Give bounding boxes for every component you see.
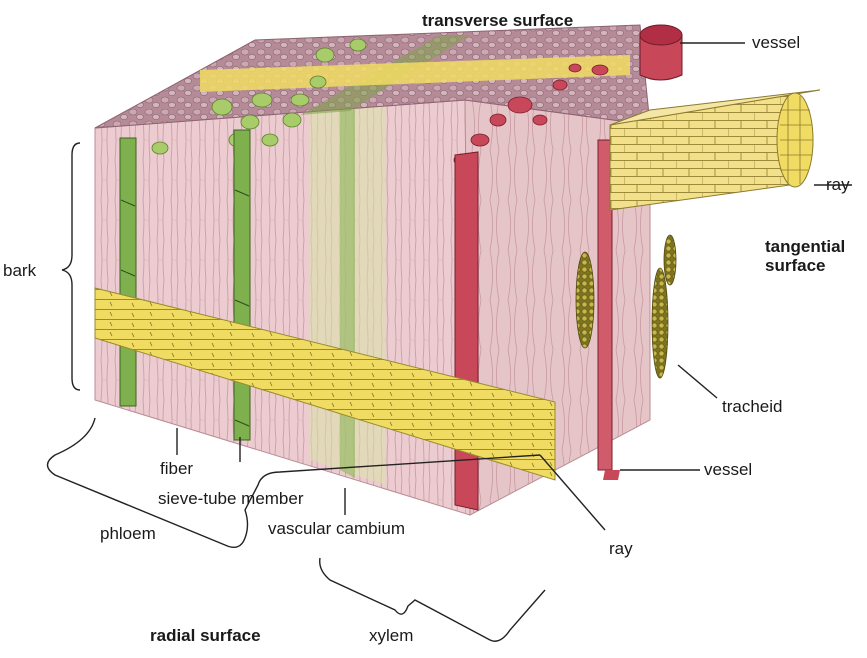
label-sieve-tube-member: sieve-tube member <box>158 490 304 509</box>
label-tangential-surface: tangential surface <box>765 238 845 275</box>
label-radial-surface: radial surface <box>150 627 261 646</box>
label-ray-right: ray <box>826 176 850 195</box>
label-bark: bark <box>3 262 36 281</box>
label-fiber: fiber <box>160 460 193 479</box>
label-tracheid: tracheid <box>722 398 782 417</box>
label-phloem: phloem <box>100 525 156 544</box>
label-transverse-surface: transverse surface <box>422 12 573 31</box>
label-xylem: xylem <box>369 627 413 646</box>
label-vessel-top: vessel <box>752 34 800 53</box>
label-ray-bottom: ray <box>609 540 633 559</box>
label-vessel-bottom: vessel <box>704 461 752 480</box>
label-vascular-cambium: vascular cambium <box>268 520 405 539</box>
